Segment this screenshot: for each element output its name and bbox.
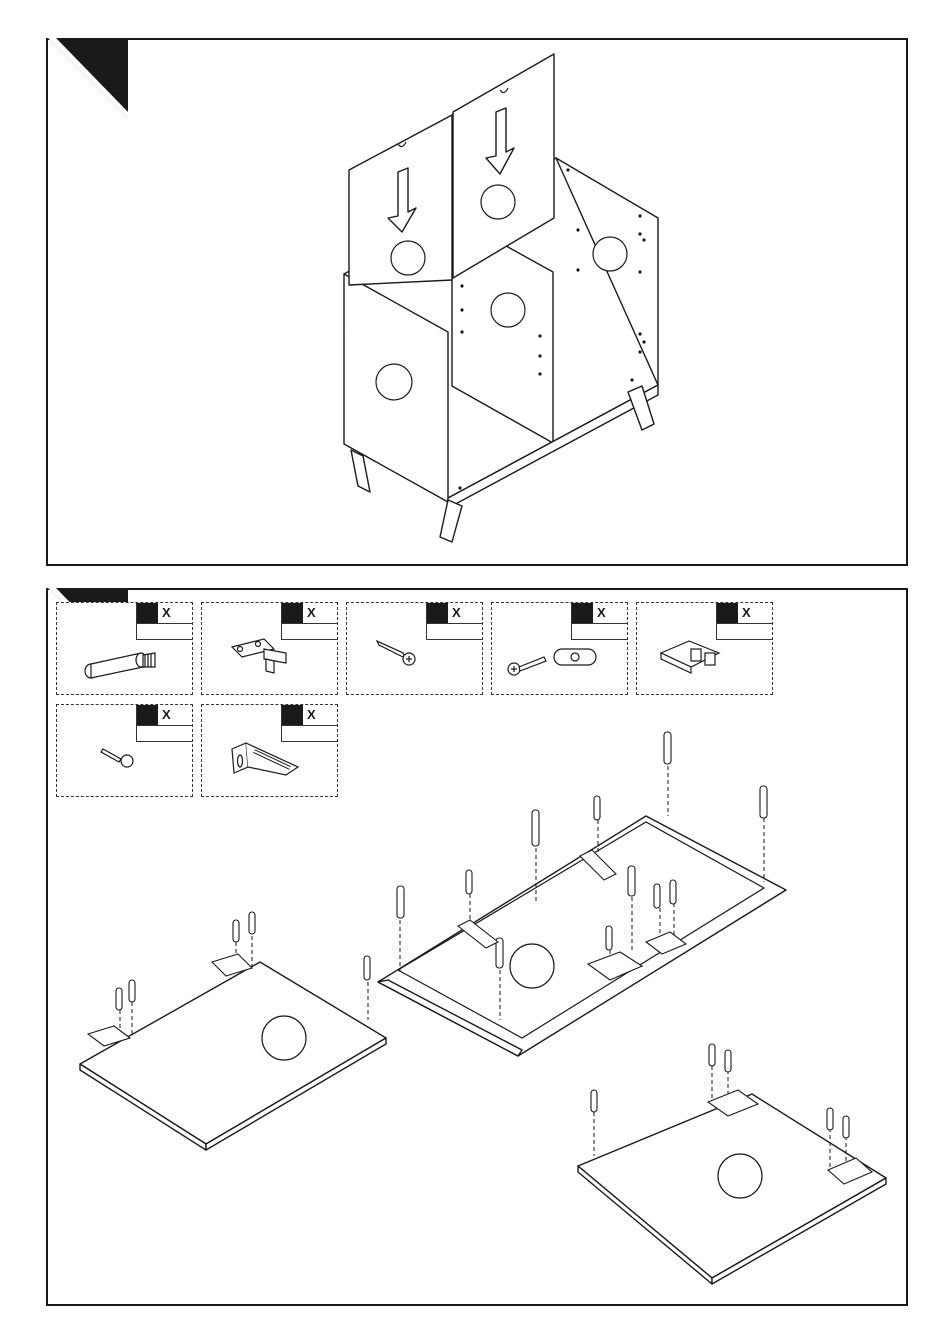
cabinet-assembly-diagram: [48, 40, 910, 568]
drawer-frame-diagram: [48, 590, 910, 1308]
handle-hole: [376, 364, 412, 400]
handle-hole: [593, 237, 627, 271]
handle-hole: [481, 185, 515, 219]
handle-hole: [491, 293, 525, 327]
step-2-panel: X X X: [46, 588, 908, 1306]
handle-hole: [262, 1016, 306, 1060]
handle-hole: [718, 1154, 762, 1198]
step-1-panel: [46, 38, 908, 566]
handle-hole: [510, 944, 554, 988]
handle-hole: [391, 241, 425, 275]
